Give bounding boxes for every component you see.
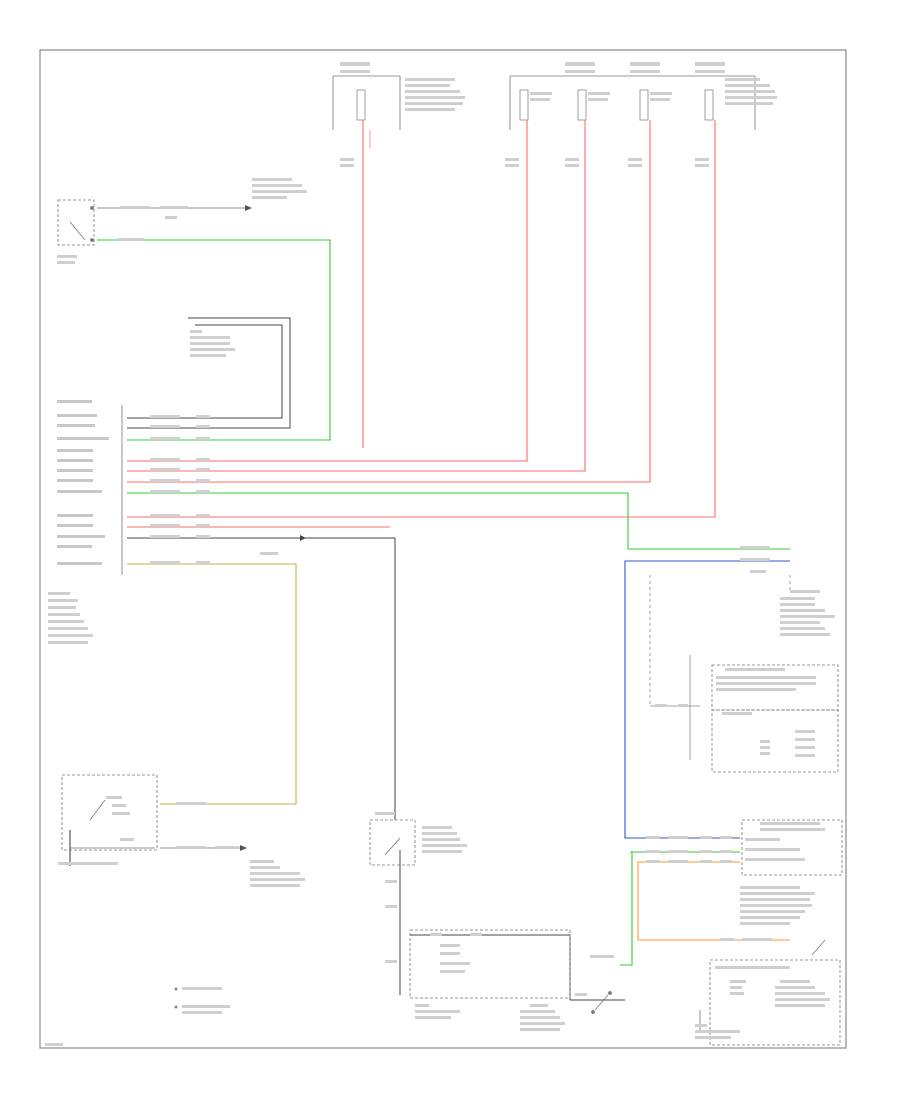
diagram-frame (39, 49, 847, 1049)
fuse-group-right (509, 75, 756, 130)
dashed-lines (649, 575, 791, 706)
instrument-cluster (711, 664, 839, 773)
yellow-wires (127, 563, 297, 805)
switch-icon (69, 221, 86, 241)
ignition-switch (57, 199, 252, 246)
fuse-icons (356, 89, 714, 121)
blue-wires (624, 560, 790, 839)
red-wire-3 (127, 120, 586, 472)
switch-icon (384, 837, 401, 856)
buckle-switch (591, 991, 612, 1014)
inflatable-restraint-module (741, 819, 843, 876)
blue-wire (624, 560, 790, 839)
legend (174, 987, 230, 1014)
green-wire-lower (620, 852, 633, 966)
switch-icon (811, 939, 826, 956)
green-wires (97, 239, 790, 966)
red-wire-2 (127, 120, 528, 462)
red-wire-4 (127, 120, 651, 483)
red-wire-5 (127, 120, 716, 518)
black-wires (127, 317, 625, 1001)
orange-wire (637, 861, 790, 941)
switch-icon (594, 994, 609, 1011)
green-wire-serial (127, 492, 790, 550)
fuse-label-blocks (340, 62, 777, 167)
green-wire-ignition (97, 239, 331, 441)
switch-icon (89, 799, 106, 821)
red-wires (127, 120, 716, 528)
black-wire-seat (410, 934, 571, 1000)
diagram-id (45, 1043, 63, 1046)
orange-wires (637, 861, 790, 941)
headlamp-switch (61, 774, 247, 866)
black-wire-ground (127, 537, 396, 820)
gray-wire-loop-2 (127, 317, 291, 429)
fuse-group-left (332, 75, 401, 130)
driver-seatbelt-switch (369, 819, 571, 999)
connector-icon (245, 205, 252, 211)
body-control-module (48, 400, 210, 644)
yellow-wire (127, 563, 297, 805)
